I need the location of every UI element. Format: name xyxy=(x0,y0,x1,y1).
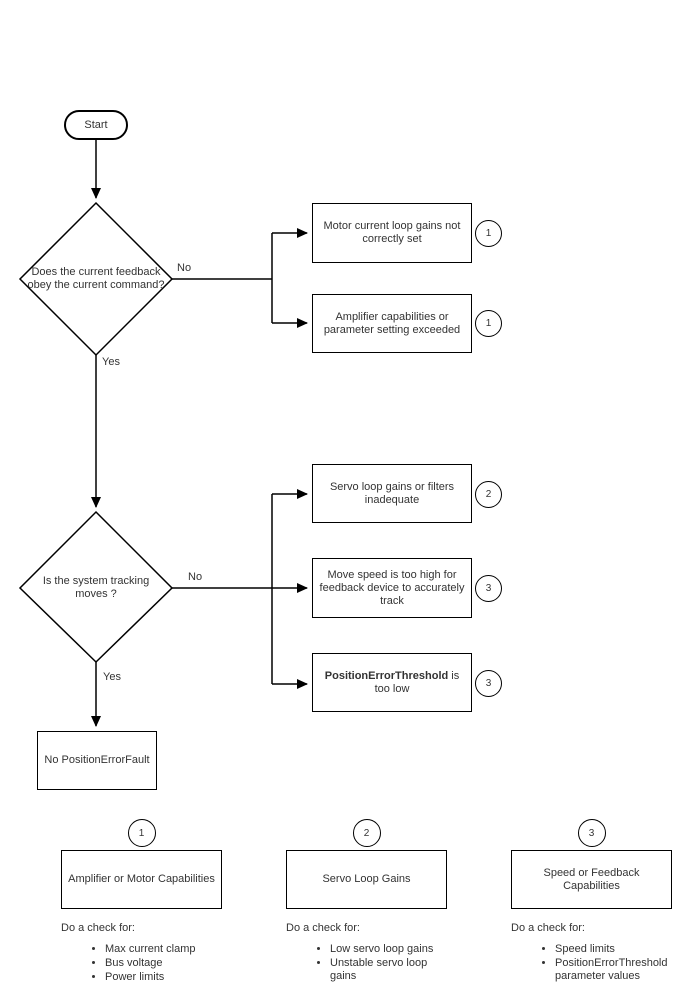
decision2-text: Is the system tracking moves ? xyxy=(20,575,172,601)
legend-3-title: Speed or Feedback Capabilities xyxy=(543,866,640,892)
position-error-threshold-ref-circle: 3 xyxy=(475,670,502,697)
legend-1-title: Amplifier or Motor Capabilities xyxy=(68,873,215,885)
decision1-yes-label: Yes xyxy=(102,356,120,368)
move-speed-ref: 3 xyxy=(485,583,492,594)
legend-3-bullet: Speed limits xyxy=(555,943,672,956)
decision2-line1: Is the system tracking xyxy=(42,575,150,587)
legend-2-bullet: Low servo loop gains xyxy=(330,943,447,956)
legend-section-3: 3 Speed or Feedback Capabilities Do a ch… xyxy=(511,819,672,984)
legend-1-heading: Do a check for: xyxy=(61,922,135,934)
legend-3-bullet: PositionErrorThreshold parameter values xyxy=(555,957,672,983)
motor-gains-text: Motor current loop gains not correctly s… xyxy=(323,220,461,245)
legend-2-title-box: Servo Loop Gains xyxy=(286,850,447,909)
position-error-threshold-rest: is too low xyxy=(374,669,460,695)
legend-2-bullet: Unstable servo loop gains xyxy=(330,957,447,983)
legend-2-number: 2 xyxy=(363,827,370,839)
amplifier-capabilities-ref: 1 xyxy=(485,318,492,329)
servo-gains-ref-circle: 2 xyxy=(475,481,502,508)
legend-1-checklist: Max current clamp Bus voltage Power limi… xyxy=(61,943,222,985)
legend-2-checklist: Low servo loop gains Unstable servo loop… xyxy=(286,943,447,984)
legend-3-number: 3 xyxy=(588,827,595,839)
decision2-no-label: No xyxy=(188,571,203,583)
decision1-diamond xyxy=(18,201,174,357)
decision2-diamond xyxy=(18,510,174,664)
position-error-threshold-box: PositionErrorThreshold is too low xyxy=(312,653,472,712)
motor-gains-ref-circle: 1 xyxy=(475,220,502,247)
motor-gains-ref: 1 xyxy=(485,228,492,239)
decision1-line2: obey the current command? xyxy=(27,279,165,291)
servo-gains-ref: 2 xyxy=(485,489,492,500)
legend-1-number: 1 xyxy=(138,827,145,839)
position-error-threshold-bold: PositionErrorThreshold xyxy=(324,669,449,682)
move-speed-ref-circle: 3 xyxy=(475,575,502,602)
amplifier-capabilities-box: Amplifier capabilities or parameter sett… xyxy=(312,294,472,353)
legend-1-bullet: Max current clamp xyxy=(105,943,222,956)
no-position-error-fault-box: No PositionErrorFault xyxy=(37,731,157,790)
legend-1-bullet: Power limits xyxy=(105,971,222,984)
amplifier-capabilities-text: Amplifier capabilities or parameter sett… xyxy=(323,310,461,336)
start-node: Start xyxy=(64,110,128,140)
decision1-no-label: No xyxy=(177,262,192,274)
position-error-threshold-ref: 3 xyxy=(485,678,492,689)
motor-gains-box: Motor current loop gains not correctly s… xyxy=(312,203,472,263)
decision1-line1: Does the current feedback xyxy=(31,266,161,278)
position-error-threshold-text: PositionErrorThreshold is too low xyxy=(318,670,466,696)
decision2-yes-label: Yes xyxy=(103,671,121,683)
move-speed-text: Move speed is too high for feedback devi… xyxy=(319,568,465,607)
legend-2-heading: Do a check for: xyxy=(286,922,360,934)
decision1-text: Does the current feedback obey the curre… xyxy=(20,266,172,292)
no-position-error-fault-text: No PositionErrorFault xyxy=(44,754,150,766)
legend-1-title-box: Amplifier or Motor Capabilities xyxy=(61,850,222,909)
amplifier-capabilities-ref-circle: 1 xyxy=(475,310,502,337)
legend-2-number-circle: 2 xyxy=(352,819,381,847)
legend-3-checklist: Speed limits PositionErrorThreshold para… xyxy=(511,943,672,984)
legend-2-title: Servo Loop Gains xyxy=(322,873,411,885)
start-label: Start xyxy=(84,119,108,131)
move-speed-box: Move speed is too high for feedback devi… xyxy=(312,558,472,618)
legend-3-title-box: Speed or Feedback Capabilities xyxy=(511,850,672,909)
legend-section-2: 2 Servo Loop Gains Do a check for: Low s… xyxy=(286,819,447,984)
servo-gains-text: Servo loop gains or filters inadequate xyxy=(329,480,455,506)
decision2-line2: moves ? xyxy=(75,588,117,600)
legend-3-number-circle: 3 xyxy=(577,819,606,847)
legend-1-bullet: Bus voltage xyxy=(105,957,222,970)
legend-3-heading: Do a check for: xyxy=(511,922,585,934)
legend-section-1: 1 Amplifier or Motor Capabilities Do a c… xyxy=(61,819,222,985)
servo-gains-box: Servo loop gains or filters inadequate xyxy=(312,464,472,523)
legend-1-number-circle: 1 xyxy=(127,819,156,847)
